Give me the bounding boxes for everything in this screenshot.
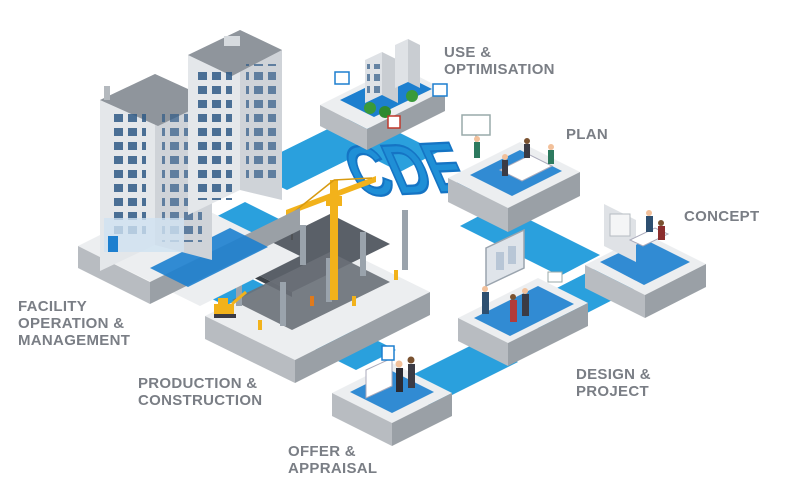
stage-label-plan: PLAN	[566, 126, 609, 143]
office-building	[100, 30, 282, 271]
production-construction-platform	[205, 176, 430, 383]
stage-label-design-project: DESIGN & PROJECT	[576, 366, 651, 400]
plan-platform	[448, 114, 580, 232]
design-project-platform	[458, 228, 588, 366]
offer-appraisal-platform	[332, 345, 452, 446]
stage-label-use-optimisation: USE & OPTIMISATION	[444, 44, 555, 78]
stage-label-concept: CONCEPT	[684, 208, 760, 225]
stage-label-production-construction: PRODUCTION & CONSTRUCTION	[138, 375, 263, 409]
stage-label-offer-appraisal: OFFER & APPRAISAL	[288, 443, 378, 477]
use-optimisation-platform	[320, 39, 448, 150]
stage-label-facility-operation: FACILITY OPERATION & MANAGEMENT	[18, 298, 131, 349]
excavator-icon	[214, 290, 247, 318]
concept-platform	[585, 204, 706, 318]
